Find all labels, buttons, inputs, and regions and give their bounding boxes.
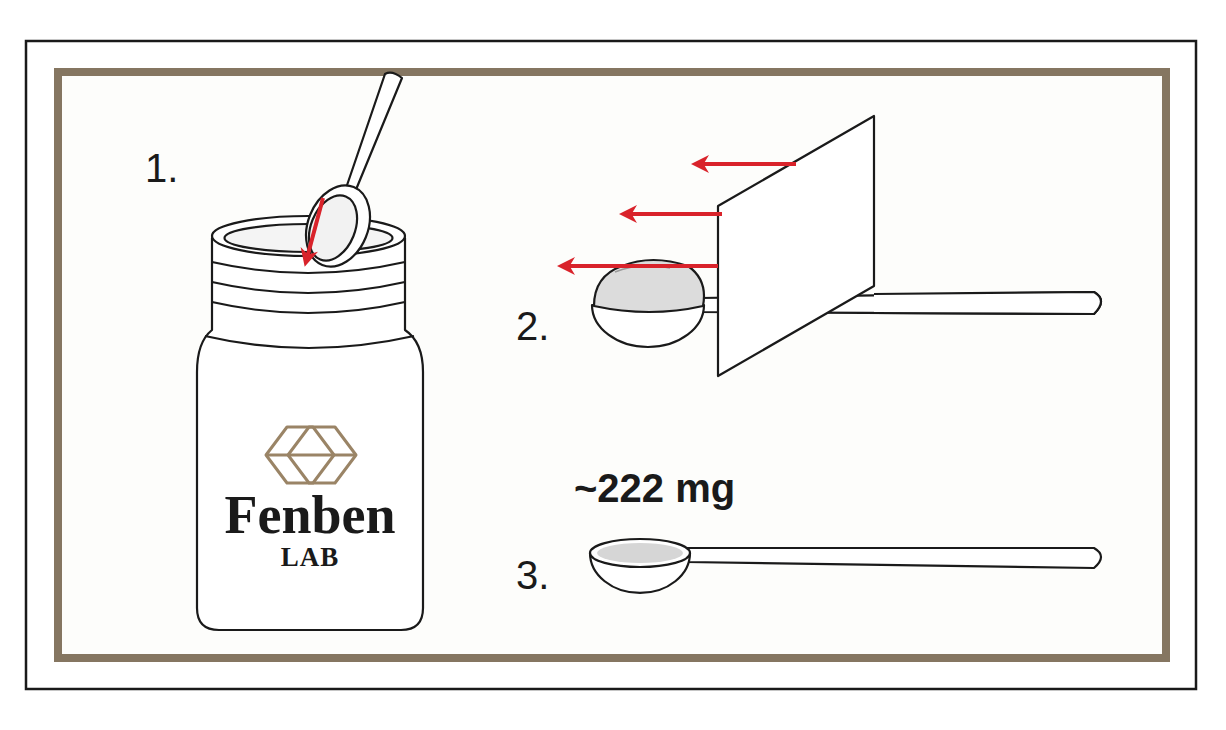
step-number: 3. [516, 553, 549, 597]
scrape-arrows [566, 164, 796, 266]
jar-label: FenbenLAB [197, 488, 423, 598]
scoop-dipping [294, 73, 402, 277]
step-number: 2. [516, 304, 549, 348]
scoop-level [590, 539, 1101, 593]
dose-amount: ~222 mg [574, 466, 735, 510]
inner-frame [58, 72, 1166, 658]
scraper-card [718, 116, 874, 376]
brand-subname: LAB [281, 544, 340, 571]
step-number: 1. [145, 146, 178, 190]
brand-name: Fenben [224, 488, 395, 542]
motion-arrow [307, 198, 323, 258]
scoop-handle [874, 292, 1101, 314]
jar [197, 216, 423, 630]
brand-logo [266, 427, 356, 483]
outer-frame [26, 41, 1196, 689]
